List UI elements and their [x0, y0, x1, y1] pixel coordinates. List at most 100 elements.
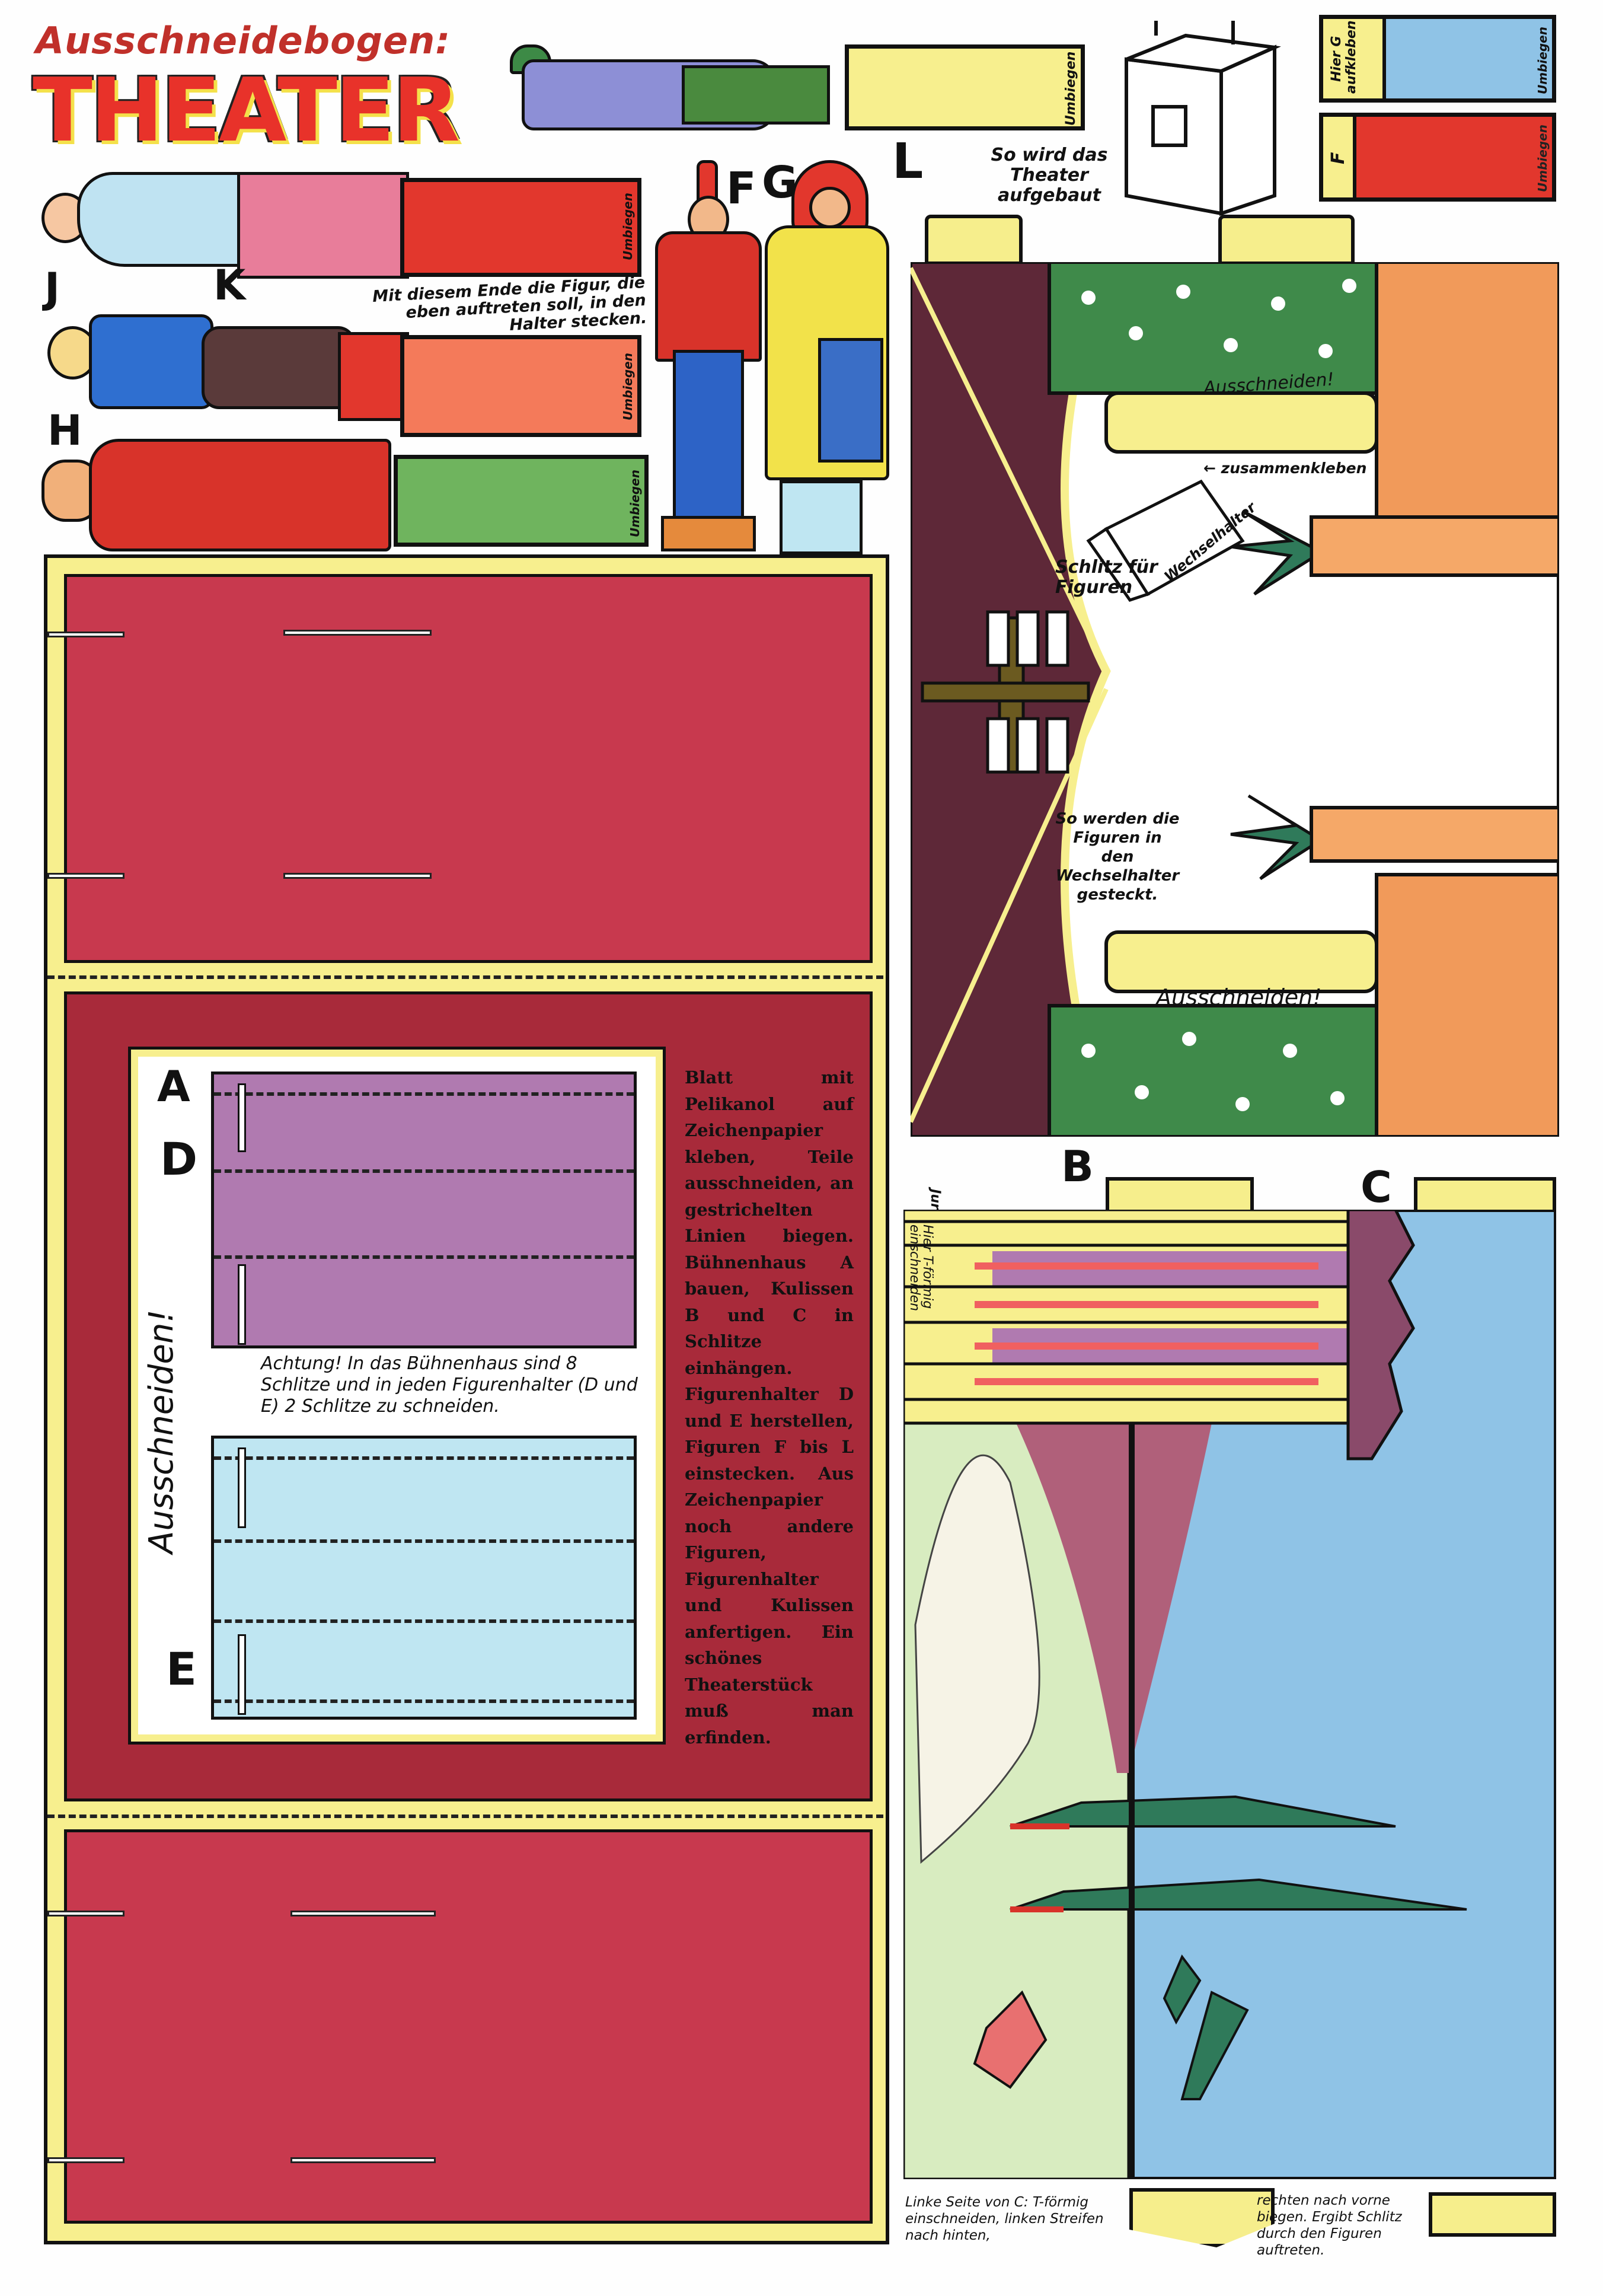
insert-note: So werden die Figuren in den Wechselhalt… — [1055, 810, 1180, 904]
figure-jk-strip: Umbiegen — [400, 335, 641, 437]
assembly-note: So wird das Theater aufgebaut — [991, 145, 1108, 206]
slit[interactable] — [47, 632, 124, 637]
figure-f — [646, 160, 765, 551]
note-right: rechten nach vorne biegen. Ergibt Schlit… — [1257, 2193, 1402, 2258]
palm-bottom — [1230, 794, 1313, 881]
title: THEATER — [33, 59, 460, 161]
holder-strip-f: F Umbiegen — [1319, 113, 1556, 202]
slit[interactable] — [47, 873, 124, 879]
princess-dress-pink — [237, 172, 409, 279]
label-d: D — [160, 1133, 198, 1185]
figure-g — [753, 160, 907, 554]
holder-d — [211, 1072, 637, 1348]
g-stand — [780, 480, 863, 554]
stage-b-tab — [925, 215, 1023, 265]
king-robe — [89, 439, 391, 551]
label-e: E — [166, 1643, 197, 1695]
label-f: F — [726, 163, 756, 214]
label-k: K — [213, 261, 246, 310]
fold-line — [214, 1619, 634, 1623]
slit[interactable] — [47, 2157, 124, 2163]
slit[interactable] — [238, 1083, 246, 1152]
fold-line — [214, 1699, 634, 1703]
fold-line — [214, 1539, 634, 1543]
princess-dress-blue — [77, 172, 249, 267]
glue-g-label: Hier G aufkleben — [1329, 20, 1359, 94]
stage-c-bottom-tab — [1129, 2188, 1275, 2247]
stage-a-panel-top — [64, 574, 873, 963]
label-h: H — [47, 406, 82, 455]
hill — [1016, 1423, 1212, 1773]
pillar-orange-bottom — [1310, 806, 1559, 863]
figure-l — [486, 36, 842, 142]
stage-b-tab — [1218, 215, 1355, 265]
slit[interactable] — [283, 873, 432, 879]
label-j: J — [44, 264, 60, 312]
holder-strip-g: Hier G aufkleben Umbiegen — [1319, 15, 1556, 103]
curtain-fold — [911, 267, 1109, 1123]
meadow-edge — [1129, 1423, 1135, 2179]
label-c: C — [1361, 1162, 1392, 1212]
fold-label: Umbiegen — [1535, 27, 1550, 94]
slit[interactable] — [238, 1447, 246, 1528]
holder-e — [211, 1436, 637, 1720]
fold-label: Umbiegen — [621, 353, 635, 420]
f-coat — [655, 231, 762, 362]
f-tab: F — [1323, 117, 1356, 197]
fold-label: Umbiegen — [1535, 125, 1550, 192]
slit[interactable] — [290, 2157, 436, 2163]
k-legs — [338, 332, 409, 421]
column-bottom — [1104, 930, 1378, 993]
figure-princess — [41, 160, 409, 279]
slit[interactable] — [238, 1634, 246, 1715]
column-bar — [903, 1220, 1356, 1247]
stage-c-tab — [1414, 1177, 1556, 1214]
stage-c-bottom-tab — [1429, 2192, 1556, 2237]
figure-jk — [47, 302, 409, 427]
fold-line — [214, 1456, 634, 1460]
g-face — [809, 187, 851, 228]
fold-label: Umbiegen — [628, 470, 642, 537]
red-rock — [973, 1990, 1048, 2089]
signature: Jur — [927, 1189, 943, 1210]
theater-assembly-sketch — [1125, 21, 1281, 216]
f-boots — [661, 516, 756, 551]
cut-out-label-bottom: Ausschneiden! — [1156, 984, 1322, 1010]
fold-line — [47, 1815, 883, 1818]
wall-right-bottom — [1375, 873, 1559, 1137]
figure-l-legs — [682, 65, 830, 125]
fold-label: Umbiegen — [1064, 51, 1078, 126]
figure-l-strip: Umbiegen — [845, 44, 1085, 130]
slit[interactable] — [238, 1264, 246, 1345]
cut-out-label-vertical: Ausschneiden! — [142, 1309, 181, 1554]
stage-b-scenery — [911, 262, 1559, 1137]
fold-line — [214, 1255, 634, 1259]
slit-label: Schlitz für Figuren — [1055, 557, 1158, 598]
column-top — [1104, 391, 1378, 454]
stage-c-scenery — [903, 1210, 1556, 2179]
fold-label: Umbiegen — [621, 193, 635, 260]
glue-label: ← zusammenkleben — [1203, 460, 1367, 477]
fold-line — [214, 1169, 634, 1173]
label-b: B — [1061, 1141, 1094, 1191]
t-cut-label: Hier T-förmig einschneiden — [907, 1224, 935, 1312]
hedge-bottom — [1048, 1004, 1378, 1137]
cypress-tree — [1010, 1795, 1467, 2100]
f-label: F — [1328, 152, 1349, 165]
instructions-text: Blatt mit Pelikanol auf Zeichenpapier kl… — [685, 1067, 854, 1747]
g-apron — [818, 338, 883, 463]
label-a: A — [157, 1061, 190, 1111]
glue-tab: Hier G aufkleben — [1323, 19, 1386, 98]
warning-note: Achtung! In das Bühnenhaus sind 8 Schlit… — [261, 1353, 638, 1417]
figure-king — [41, 433, 397, 551]
slit[interactable] — [283, 630, 432, 636]
note-left: Linke Seite von C: T-förmig einschneiden… — [905, 2195, 1104, 2243]
slit[interactable] — [290, 1911, 436, 1916]
f-trousers — [673, 350, 744, 528]
palm-top — [1230, 509, 1313, 596]
slit[interactable] — [47, 1911, 124, 1916]
wall-right-top — [1375, 262, 1559, 526]
label-l: L — [892, 133, 924, 190]
fold-line — [47, 975, 883, 979]
hedge-top — [1048, 262, 1378, 395]
